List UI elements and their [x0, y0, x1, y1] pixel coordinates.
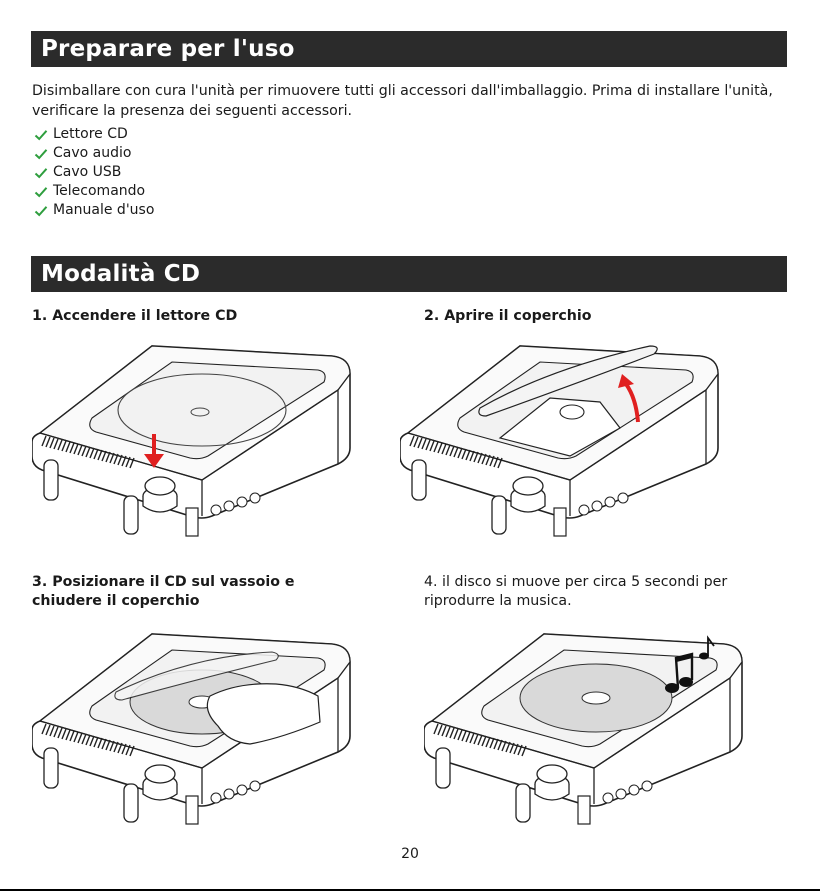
step-2-title: 2. Aprire il coperchio — [424, 308, 592, 324]
checklist-item-label: Manuale d'uso — [53, 202, 155, 218]
checklist-item: Manuale d'uso — [34, 201, 154, 220]
accessory-checklist: Lettore CD Cavo audio Cavo USB Telecoman… — [34, 125, 154, 220]
checklist-item: Cavo USB — [34, 163, 154, 182]
checklist-item: Telecomando — [34, 182, 154, 201]
section-heading-preparare: Preparare per l'uso — [31, 31, 787, 67]
cd-player-insert-disc-illustration — [32, 633, 351, 825]
cd-player-open-lid-illustration — [400, 345, 719, 537]
checklist-item: Lettore CD — [34, 125, 154, 144]
cd-player-playing-illustration — [424, 633, 743, 825]
cd-player-power-illustration — [32, 345, 351, 537]
checklist-item: Cavo audio — [34, 144, 154, 163]
checklist-item-label: Cavo audio — [53, 145, 132, 161]
down-arrow-icon — [144, 434, 164, 468]
checkmark-icon — [34, 129, 48, 140]
checkmark-icon — [34, 205, 48, 216]
page-number: 20 — [401, 846, 419, 862]
step-3-title: 3. Posizionare il CD sul vassoio e chiud… — [32, 574, 295, 609]
checklist-item-label: Lettore CD — [53, 126, 128, 142]
checkmark-icon — [34, 148, 48, 159]
up-arrow-icon — [618, 374, 640, 423]
checkmark-icon — [34, 186, 48, 197]
step-1-title: 1. Accendere il lettore CD — [32, 308, 238, 324]
music-note-icon — [665, 635, 715, 693]
section-heading-modalita-cd: Modalità CD — [31, 256, 787, 292]
step-4-caption: 4. il disco si muove per circa 5 secondi… — [424, 574, 728, 609]
checklist-item-label: Cavo USB — [53, 164, 122, 180]
bottom-rule — [0, 889, 820, 891]
checkmark-icon — [34, 167, 48, 178]
intro-paragraph: Disimballare con cura l'unità per rimuov… — [32, 83, 773, 119]
checklist-item-label: Telecomando — [53, 183, 146, 199]
